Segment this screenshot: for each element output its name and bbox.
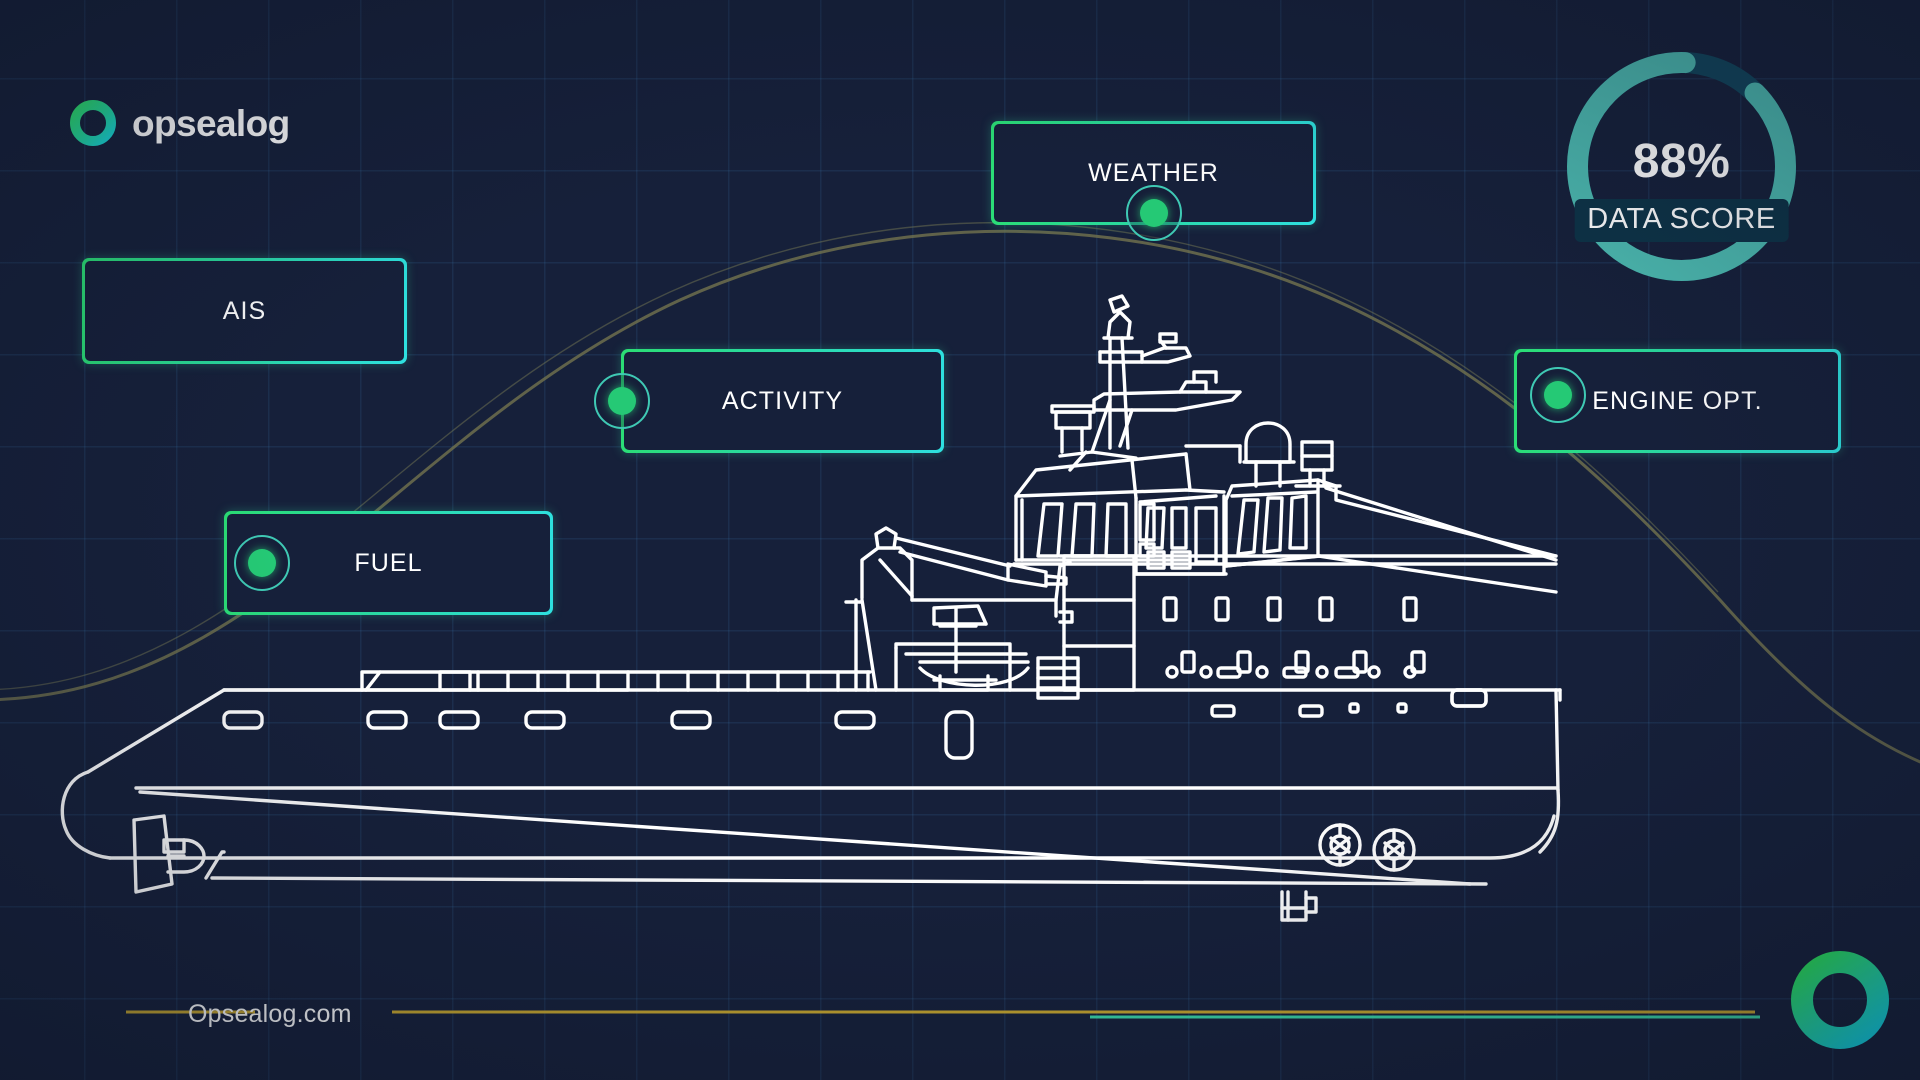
tag-box-activity[interactable]: ACTIVITY [621,349,944,453]
tag-box-ais-inner: AIS [85,261,404,361]
data-score-gauge: 88% DATA SCORE [1559,44,1804,289]
tag-marker-engine-opt[interactable] [1530,367,1586,423]
data-score-label: DATA SCORE [1574,199,1789,242]
tag-label-weather: WEATHER [1088,158,1219,187]
tag-marker-activity[interactable] [594,373,650,429]
tag-box-ais[interactable]: AIS [82,258,407,364]
footer-website-url[interactable]: Opsealog.com [188,1000,352,1028]
tag-box-activity-inner: ACTIVITY [624,352,941,450]
opsealog-ring-icon [70,100,116,146]
tag-label-ais: AIS [222,296,267,325]
tag-marker-weather[interactable] [1126,185,1182,241]
tag-marker-fuel[interactable] [234,535,290,591]
brand-logo[interactable]: opsealog [68,98,290,148]
tag-label-engine-opt: ENGINE OPT. [1592,386,1763,415]
tag-label-activity: ACTIVITY [721,386,844,415]
brand-name: opsealog [132,102,290,144]
data-score-value: 88% [1632,135,1731,188]
tag-label-fuel: FUEL [354,548,423,577]
footer-brand-ring-icon [1786,946,1894,1054]
